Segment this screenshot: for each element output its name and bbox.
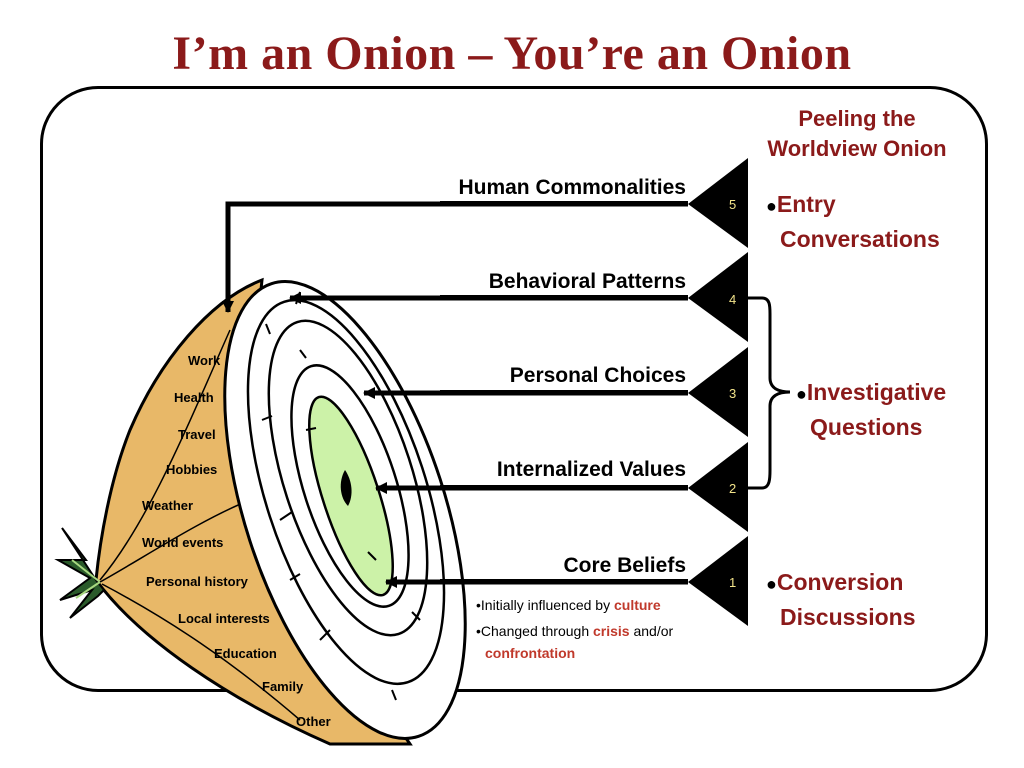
layer-arrow-5 — [222, 201, 688, 313]
topic-weather: Weather — [142, 498, 194, 513]
layer-tab-3 — [688, 347, 748, 437]
layer-label-behavioral-patterns: Behavioral Patterns — [488, 270, 686, 293]
entry-conversations: ●Entry Conversations — [766, 191, 940, 252]
layer-number-1: 1 — [729, 575, 737, 590]
layer-tab-2 — [688, 442, 748, 532]
layer-tab-1 — [688, 536, 748, 626]
layer-number-2: 2 — [729, 481, 737, 496]
layer-number-4: 4 — [729, 292, 737, 307]
topic-personal-history: Personal history — [146, 574, 248, 589]
topic-health: Health — [174, 390, 214, 405]
layer-tab-4 — [688, 252, 748, 342]
note-confrontation: confrontation — [485, 645, 576, 661]
layer-label-human-commonalities: Human Commonalities — [458, 176, 686, 199]
layer-label-personal-choices: Personal Choices — [509, 364, 686, 387]
onion-illustration — [54, 277, 467, 746]
page-title: I’m an Onion – You’re an Onion — [172, 27, 852, 80]
layer-label-internalized-values: Internalized Values — [496, 458, 686, 481]
bullet-icon: ● — [796, 384, 807, 404]
conversion-discussions: ●Conversion Discussions — [766, 569, 916, 630]
bullet-icon: ● — [766, 196, 777, 216]
investigative-brace — [748, 296, 791, 490]
topic-travel: Travel — [178, 427, 216, 442]
topic-hobbies: Hobbies — [166, 462, 218, 477]
note-culture-key: culture — [613, 597, 661, 613]
layer-number-3: 3 — [729, 386, 737, 401]
sidebar-title: Peeling the Worldview Onion — [767, 106, 947, 161]
bullet-icon: ● — [766, 574, 777, 594]
investigative-questions: ●Investigative Questions — [796, 379, 947, 440]
topic-world-events: World events — [142, 535, 224, 550]
onion-root — [54, 527, 106, 619]
topic-local-interests: Local interests — [178, 611, 270, 626]
layer-label-core-beliefs: Core Beliefs — [563, 554, 686, 577]
diagram-frame — [40, 86, 988, 692]
layer-tabs — [688, 158, 748, 626]
note-crisis-key: crisis — [593, 623, 630, 639]
topic-other: Other — [296, 714, 331, 729]
onion-seed — [340, 470, 352, 506]
note-crisis: •Changed through crisis and/or — [476, 623, 674, 639]
layer-number-5: 5 — [729, 197, 737, 212]
layer-tab-5 — [688, 158, 748, 248]
topic-work: Work — [188, 353, 221, 368]
topic-education: Education — [214, 646, 277, 661]
topic-family: Family — [262, 679, 304, 694]
note-culture: •Initially influenced by culture — [476, 597, 661, 613]
layer-arrows — [222, 201, 688, 588]
